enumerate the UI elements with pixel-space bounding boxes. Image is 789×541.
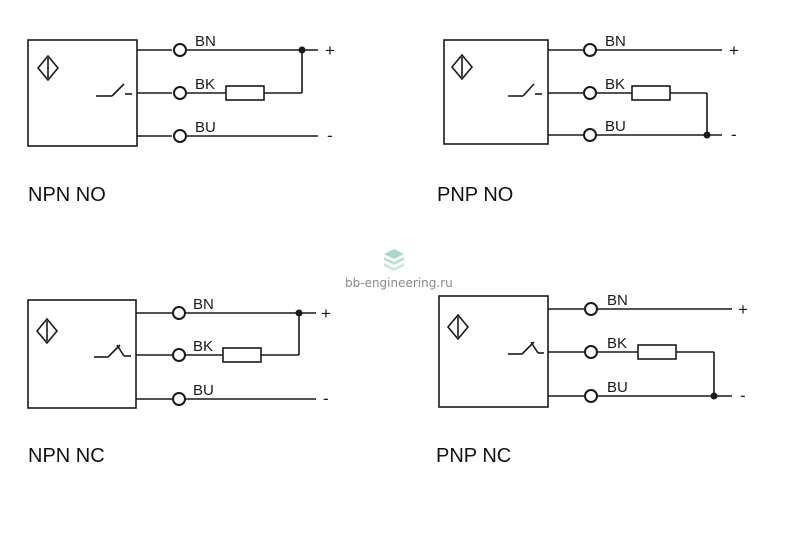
diagram-pnp-nc: BN BK BU + - [438, 292, 748, 408]
wire-label-bk: BK [607, 335, 627, 352]
sensor-body [438, 295, 549, 408]
wire-label-bu: BU [195, 119, 216, 136]
terminal-bu [172, 392, 186, 406]
terminal-bk [583, 86, 597, 100]
wire-label-bu: BU [605, 118, 626, 135]
negative-sign: - [327, 126, 333, 145]
switch-no-icon [508, 83, 542, 97]
terminal-bn [172, 306, 186, 320]
switch-no-icon [96, 83, 132, 97]
load-resistor [637, 344, 677, 360]
diagram-npn-nc: BN BK BU + - [27, 296, 331, 409]
inductive-sensor-icon [450, 53, 474, 81]
terminal-bk [584, 345, 598, 359]
diagram-title-npn-no: NPN NO [28, 184, 106, 206]
wire-label-bu: BU [607, 379, 628, 396]
diagram-title-pnp-nc: PNP NC [436, 445, 512, 467]
negative-sign: - [740, 386, 746, 405]
positive-sign: + [738, 300, 748, 319]
negative-sign: - [731, 125, 737, 144]
wire-label-bk: BK [605, 76, 625, 93]
negative-sign: - [323, 389, 329, 408]
inductive-sensor-icon [446, 313, 470, 341]
diagram-npn-no: BN BK BU + - [27, 33, 335, 147]
wire-label-bk: BK [193, 338, 213, 355]
junction-dot [298, 46, 306, 54]
terminal-bu [173, 129, 187, 143]
terminal-bu [583, 128, 597, 142]
inductive-sensor-icon [36, 54, 60, 82]
terminal-bu [584, 389, 598, 403]
sensor-body [27, 299, 137, 409]
terminal-bk [173, 86, 187, 100]
diagram-pnp-no: BN BK BU + - [443, 33, 739, 145]
positive-sign: + [729, 41, 739, 60]
load-resistor [631, 85, 671, 101]
watermark-text: bb-engineering.ru [345, 276, 453, 290]
stacked-layers-icon [384, 249, 404, 271]
wire-label-bn: BN [193, 296, 214, 313]
terminal-bk [172, 348, 186, 362]
switch-nc-icon [94, 344, 131, 358]
wire-label-bn: BN [607, 292, 628, 309]
positive-sign: + [325, 41, 335, 60]
junction-dot [295, 309, 303, 317]
switch-nc-icon [508, 341, 544, 355]
terminal-bn [583, 43, 597, 57]
wire-label-bn: BN [605, 33, 626, 50]
load-resistor [222, 347, 262, 363]
diagram-title-pnp-no: PNP NO [437, 184, 514, 206]
wire-label-bn: BN [195, 33, 216, 50]
terminal-bn [173, 43, 187, 57]
inductive-sensor-icon [35, 317, 59, 345]
wire-label-bk: BK [195, 76, 215, 93]
wire-label-bu: BU [193, 382, 214, 399]
terminal-bn [584, 302, 598, 316]
sensor-body [443, 39, 549, 145]
load-resistor [225, 85, 265, 101]
diagram-title-npn-nc: NPN NC [28, 445, 105, 467]
sensor-body [27, 39, 138, 147]
positive-sign: + [321, 304, 331, 323]
